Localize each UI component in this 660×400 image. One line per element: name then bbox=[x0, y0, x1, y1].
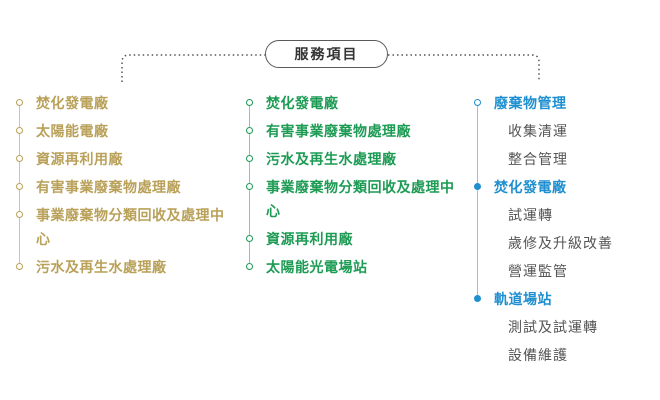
bullet-dot-icon bbox=[16, 99, 23, 106]
col3-sub-item: 收集清運 bbox=[508, 124, 568, 140]
column-3: 廢棄物管理 收集清運 整合管理 焚化發電廠 試運轉 歲修及升級改善 營運監管 軌… bbox=[472, 92, 652, 372]
bullet-dot-icon bbox=[246, 235, 253, 242]
column-2: 焚化發電廠 有害事業廢棄物處理廠 污水及再生水處理廠 事業廢棄物分類回收及處理中… bbox=[244, 92, 459, 284]
col3-group-label: 廢棄物管理 bbox=[472, 92, 652, 116]
bullet-dot-icon bbox=[474, 183, 481, 190]
col1-item: 污水及再生水處理廠 bbox=[14, 256, 229, 280]
col3-group-label: 焚化發電廠 bbox=[472, 176, 652, 200]
bullet-dot-icon bbox=[246, 99, 253, 106]
col3-sub-item: 歲修及升級改善 bbox=[508, 236, 613, 252]
col2-item: 污水及再生水處理廠 bbox=[244, 148, 459, 172]
col1-item: 焚化發電廠 bbox=[14, 92, 229, 116]
bullet-dot-icon bbox=[474, 99, 481, 106]
col3-group-label: 軌道場站 bbox=[472, 288, 652, 312]
bullet-dot-icon bbox=[246, 263, 253, 270]
bullet-dot-icon bbox=[246, 127, 253, 134]
services-title: 服務項目 bbox=[265, 40, 388, 68]
col1-item: 事業廢棄物分類回收及處理中心 bbox=[14, 204, 229, 252]
col2-item: 焚化發電廠 bbox=[244, 92, 459, 116]
col1-item: 資源再利用廠 bbox=[14, 148, 229, 172]
column-3-line bbox=[477, 102, 479, 298]
bullet-dot-icon bbox=[16, 263, 23, 270]
col2-item: 太陽能光電場站 bbox=[244, 256, 459, 280]
bullet-dot-icon bbox=[246, 183, 253, 190]
col1-item: 有害事業廢棄物處理廠 bbox=[14, 176, 229, 200]
col3-sub-item: 整合管理 bbox=[508, 152, 568, 168]
bullet-dot-icon bbox=[16, 183, 23, 190]
bullet-dot-icon bbox=[16, 155, 23, 162]
col2-item: 資源再利用廠 bbox=[244, 228, 459, 252]
bullet-dot-icon bbox=[246, 155, 253, 162]
col2-item: 事業廢棄物分類回收及處理中心 bbox=[244, 176, 459, 224]
col3-sub-item: 測試及試運轉 bbox=[508, 320, 598, 336]
col1-item: 太陽能電廠 bbox=[14, 120, 229, 144]
col3-sub-item: 試運轉 bbox=[508, 208, 553, 224]
connector-lines bbox=[121, 54, 540, 82]
col2-item: 有害事業廢棄物處理廠 bbox=[244, 120, 459, 144]
bullet-dot-icon bbox=[474, 295, 481, 302]
column-1: 焚化發電廠 太陽能電廠 資源再利用廠 有害事業廢棄物處理廠 事業廢棄物分類回收及… bbox=[14, 92, 229, 284]
col3-sub-item: 營運監管 bbox=[508, 264, 568, 280]
col3-sub-item: 設備維護 bbox=[508, 348, 568, 364]
bullet-dot-icon bbox=[16, 127, 23, 134]
bullet-dot-icon bbox=[16, 211, 23, 218]
